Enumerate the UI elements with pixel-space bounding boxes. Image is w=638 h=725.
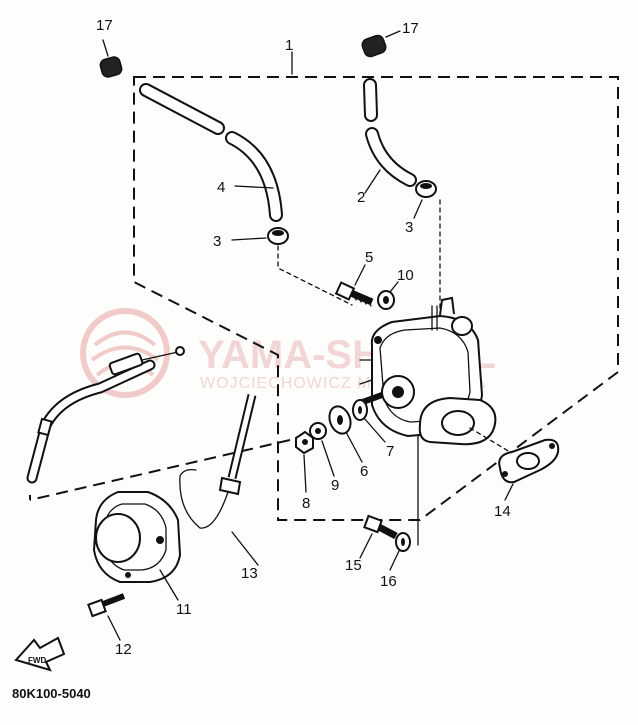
part-3-clamp-left xyxy=(231,227,289,245)
part-15-bolt xyxy=(359,514,398,559)
callout-7: 7 xyxy=(386,443,394,460)
oil-pump-body xyxy=(358,296,497,546)
callout-13: 13 xyxy=(241,565,258,582)
part-5-bolt xyxy=(334,264,374,307)
part-13-cable xyxy=(179,393,259,566)
callout-15: 15 xyxy=(345,557,362,574)
part-4-hose xyxy=(139,83,283,222)
callout-16: 16 xyxy=(380,573,397,590)
callout-10: 10 xyxy=(397,267,414,284)
part-17-cap-left xyxy=(99,39,123,78)
part-10-washer xyxy=(377,281,399,310)
part-14-gasket xyxy=(469,427,560,501)
assembly-boundary xyxy=(29,76,619,521)
fwd-label: FWD xyxy=(28,656,46,665)
part-7-washer xyxy=(352,399,386,443)
part-6-pulley xyxy=(328,405,363,463)
part-12-screw xyxy=(87,593,126,641)
throttle-cable xyxy=(26,346,185,484)
part-11-cover xyxy=(92,491,182,601)
callout-3-right: 3 xyxy=(405,219,413,236)
callout-14: 14 xyxy=(494,503,511,520)
part-17-cap-right xyxy=(361,30,401,58)
callout-17-right: 17 xyxy=(402,20,419,37)
part-9-washer xyxy=(309,422,335,477)
callout-1: 1 xyxy=(285,37,293,54)
part-8-nut xyxy=(295,430,314,493)
callout-2: 2 xyxy=(357,189,365,206)
callout-8: 8 xyxy=(302,495,310,512)
part-2-hose xyxy=(363,78,417,194)
callout-11: 11 xyxy=(176,601,192,618)
callout-17-left: 17 xyxy=(96,17,113,34)
callout-labels: 17 17 1 4 2 3 3 5 10 7 6 9 8 14 15 16 13… xyxy=(96,17,511,658)
callout-9: 9 xyxy=(331,477,339,494)
catalog-number: 80K100-5040 xyxy=(12,686,91,701)
part-16-washer xyxy=(389,532,411,571)
part-3-clamp-right xyxy=(413,180,437,219)
callout-5: 5 xyxy=(365,249,373,266)
callout-12: 12 xyxy=(115,641,132,658)
callout-6: 6 xyxy=(360,463,368,480)
callout-4: 4 xyxy=(217,179,225,196)
forward-arrow-icon: FWD xyxy=(14,636,66,672)
callout-3-left: 3 xyxy=(213,233,221,250)
